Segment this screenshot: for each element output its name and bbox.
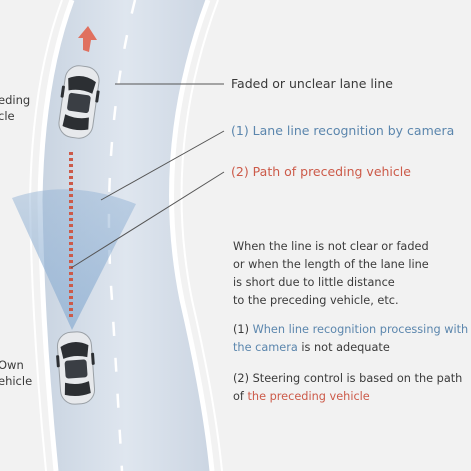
own-vehicle-label-line2: ehicle [0,374,33,388]
road-edge-right [169,0,215,471]
note1-prefix: (1) [233,323,253,336]
explanation-line: is short due to little distance [233,276,395,289]
note2-highlight: the preceding vehicle [247,390,370,403]
own-vehicle [54,330,98,406]
explanation-text: When the line is not clear or faded or w… [233,238,429,310]
own-vehicle-label-line1: Own [0,358,24,372]
explanation-line: When the line is not clear or faded [233,240,429,253]
explanation-line: or when the length of the lane line [233,258,429,271]
note-camera-inadequate: (1) When line recognition processing wit… [233,321,468,357]
camera-recognition-label: (1) Lane line recognition by camera [231,123,455,138]
explanation-line: to the preceding vehicle, etc. [233,294,399,307]
note2-line1: (2) Steering control is based on the pat… [233,372,463,385]
note-steering-control: (2) Steering control is based on the pat… [233,370,462,406]
faded-lane-line-label: Faded or unclear lane line [231,76,393,91]
direction-arrow-icon [78,26,97,52]
camera-field-of-view [12,189,136,330]
leader-line-camera [100,130,225,201]
preceding-vehicle-label-line1: eding [0,93,31,107]
lane-line-dashed [107,0,137,471]
note1-highlight-line1: When line recognition processing with [252,323,469,336]
note1-highlight-line2: the camera [233,341,298,354]
road-edge-right-outer [180,0,223,471]
preceding-path-label: (2) Path of preceding vehicle [231,164,411,179]
note2-prefix: of [233,390,248,403]
leader-line-path [70,171,225,269]
note1-suffix: is not adequate [297,341,390,354]
preceding-vehicle-label-line2: cle [0,109,15,123]
